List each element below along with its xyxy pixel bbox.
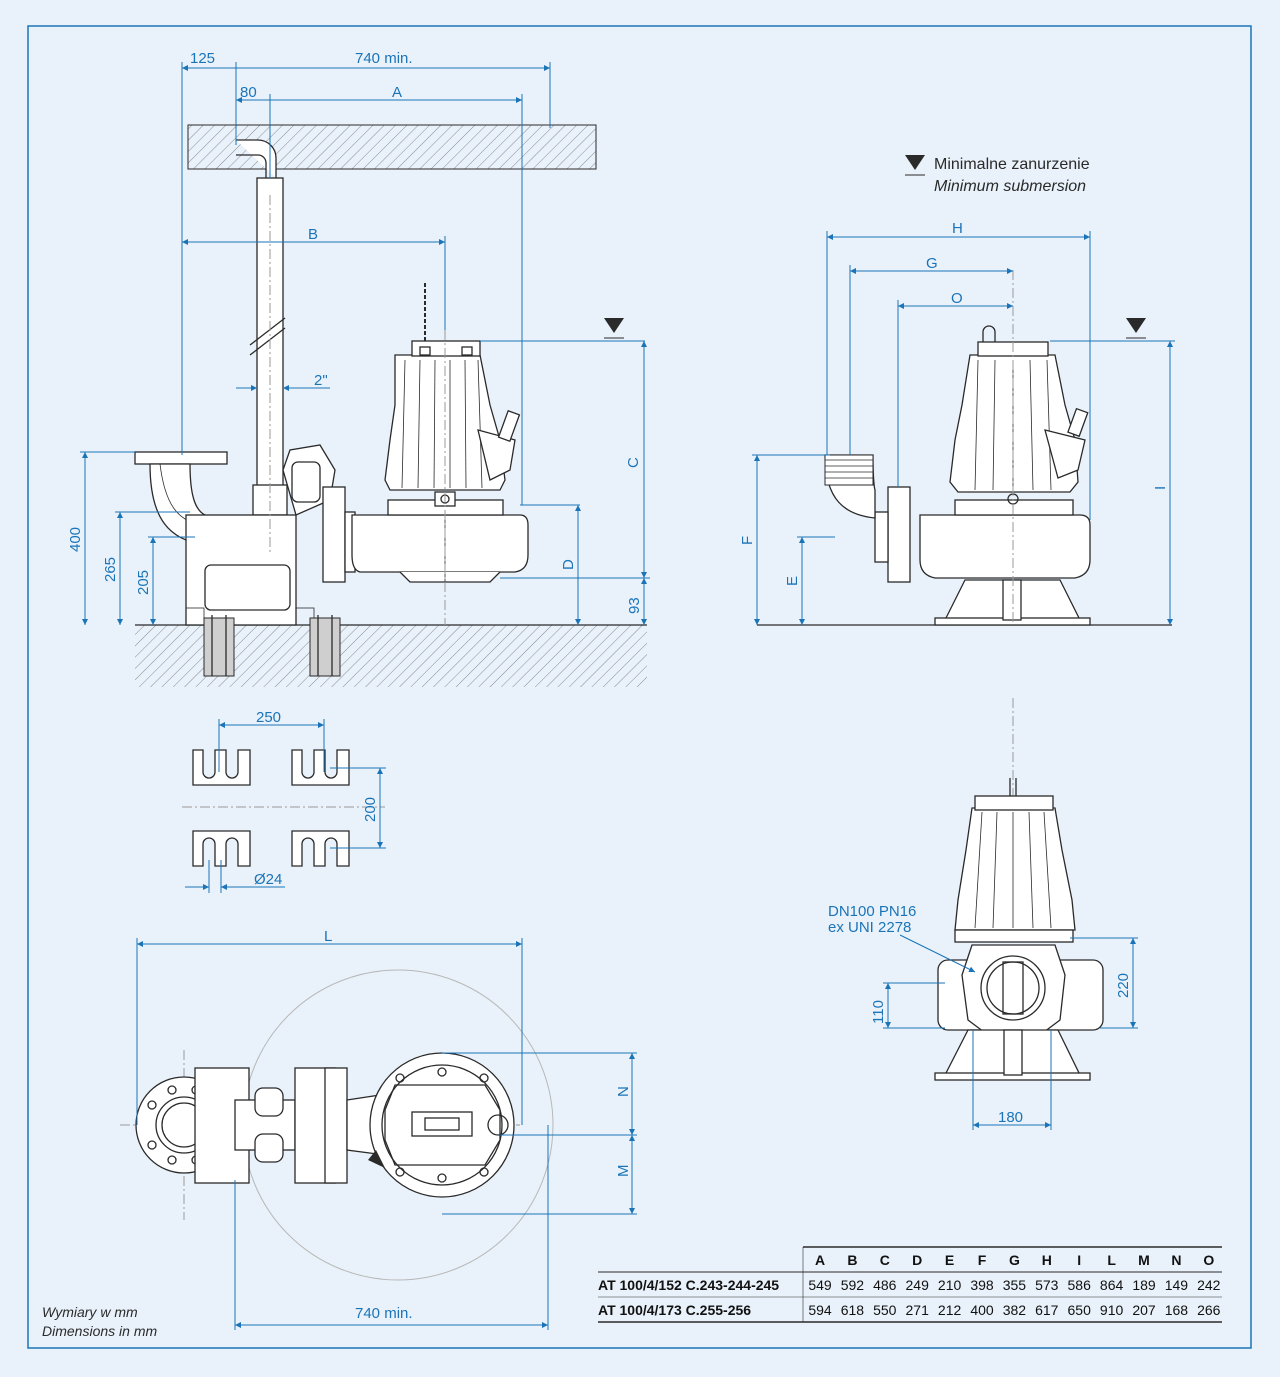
table-header: I [1077,1252,1081,1268]
side-view: 125 740 min. 80 A B 2" C D 93 400 265 [67,50,650,687]
table-cell: 592 [841,1277,865,1293]
table-cell: 573 [1035,1277,1059,1293]
table-header: H [1042,1252,1052,1268]
table-cell: 594 [808,1302,832,1318]
dim-265: 265 [102,557,119,582]
table-cell: 207 [1132,1302,1156,1318]
table-row-model: AT 100/4/173 C.255-256 [598,1302,751,1318]
table-cell: 618 [841,1302,865,1318]
legend-line1: Minimalne zanurzenie [934,156,1090,173]
dim-740-min-bottom: 740 min. [355,1305,413,1322]
legend-line2: Minimum submersion [934,178,1086,195]
dim-B: B [308,226,318,243]
dim-E: E [784,576,801,586]
table-cell: 617 [1035,1302,1059,1318]
dim-93: 93 [626,597,643,614]
dim-250: 250 [256,709,281,726]
table-cell: 271 [906,1302,930,1318]
table-header: O [1203,1252,1214,1268]
table-cell: 910 [1100,1302,1124,1318]
anchor-slot-lr [291,830,350,867]
flange-label-line1: DN100 PN16 [828,903,916,920]
table-header: M [1138,1252,1150,1268]
dim-80: 80 [240,84,257,101]
dimension-table: A B C D E F G H I L M N O AT 100/4/152 C.243-244-245 5… [598,1246,1222,1323]
table-cell: 249 [906,1277,930,1293]
dim-200: 200 [362,797,379,822]
rear-view: DN100 PN16 ex UNI 2278 220 110 180 [828,698,1138,1130]
dim-220: 220 [1115,973,1132,998]
table-header: E [945,1252,954,1268]
table-cell: 650 [1068,1302,1092,1318]
table-cell: 400 [970,1302,994,1318]
table-cell: 212 [938,1302,962,1318]
table-header: G [1009,1252,1020,1268]
units-note-line2: Dimensions in mm [42,1323,157,1339]
dim-D: D [560,559,577,570]
anchor-slot-ur [291,749,350,786]
table-cell: 382 [1003,1302,1027,1318]
dim-740-min: 740 min. [355,50,413,67]
pump-flange [322,486,346,583]
table-cell: 210 [938,1277,962,1293]
dim-110: 110 [870,1000,887,1024]
dim-F: F [739,536,756,545]
table-cell: 242 [1197,1277,1221,1293]
front-motor [949,354,1079,493]
dim-125: 125 [190,50,215,67]
rear-motor [954,807,1076,931]
top-view: L N M 740 min. [120,928,637,1330]
table-cell: 486 [873,1277,897,1293]
table-cell: 586 [1068,1277,1092,1293]
table-cell: 398 [970,1277,994,1293]
table-header: B [847,1252,857,1268]
anchor-bolt-right [309,617,341,677]
dim-M: M [615,1165,632,1178]
table-cell: 149 [1165,1277,1189,1293]
discharge-flange [134,451,228,465]
outlet-circle [980,955,1046,1021]
table-cell: 266 [1197,1302,1221,1318]
dim-I: I [1152,486,1169,490]
submersion-legend: Minimalne zanurzenie Minimum submersion [905,155,1090,195]
dim-A: A [392,84,402,101]
dim-2in: 2" [314,372,328,389]
table-cell: 864 [1100,1277,1124,1293]
front-view: H G O I F E [739,220,1175,626]
dim-180: 180 [998,1109,1023,1126]
table-cell: 189 [1132,1277,1156,1293]
table-row-model: AT 100/4/152 C.243-244-245 [598,1277,779,1293]
table-header: D [912,1252,922,1268]
front-volute [919,514,1091,579]
dim-G: G [926,255,938,272]
table-cell: 549 [808,1277,832,1293]
submersion-symbol-icon [905,155,925,170]
foundation-plan: 250 200 Ø24 [182,709,386,893]
dim-O: O [951,290,963,307]
anchor-slot-ll [192,830,251,867]
pump-volute [351,514,529,573]
table-header: F [978,1252,987,1268]
dim-L: L [324,928,332,945]
units-note-line1: Wymiary w mm [42,1304,138,1320]
anchor-slot-ul [192,749,251,786]
dim-H: H [952,220,963,237]
rotation-arrow-icon [368,1150,385,1168]
table-header: C [880,1252,890,1268]
dim-400: 400 [67,527,84,552]
dim-N: N [615,1086,632,1097]
flange-label-line2: ex UNI 2278 [828,919,911,936]
table-cell: 355 [1003,1277,1027,1293]
table-header: A [815,1252,825,1268]
table-header: N [1171,1252,1181,1268]
dim-24: Ø24 [254,871,282,888]
table-cell: 168 [1165,1302,1189,1318]
dim-C: C [625,457,642,468]
table-cell: 550 [873,1302,897,1318]
dim-205: 205 [135,570,152,595]
anchor-bolt-left [203,617,235,677]
table-header: L [1107,1252,1116,1268]
